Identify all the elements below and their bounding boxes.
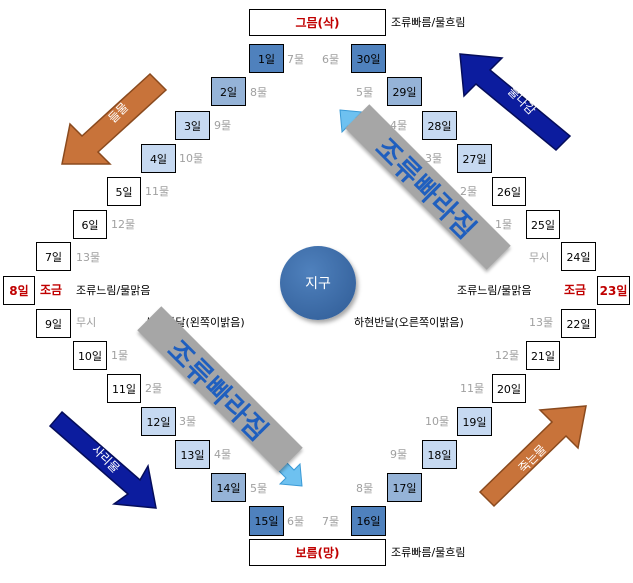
day-23-cell: 23일 — [597, 276, 630, 305]
day-cell: 20일 — [492, 374, 526, 403]
right-condition: 조류느림/물맑음 — [457, 284, 532, 297]
tide-label: 8물 — [356, 482, 374, 495]
day-cell: 7일 — [36, 242, 71, 271]
day-cell: 14일 — [211, 473, 246, 502]
full-moon-box: 보름(망) — [249, 539, 386, 566]
blue-arrow-icon — [48, 410, 157, 509]
right-phase: 하현반달(오른쪽이밝음) — [354, 316, 464, 329]
day-cell: 29일 — [387, 77, 422, 106]
arrow-upper-right: 물나감 — [458, 52, 578, 152]
tide-label: 2물 — [460, 185, 478, 198]
day-cell: 27일 — [457, 144, 492, 173]
orange-arrow-icon — [61, 72, 168, 165]
tide-label: 무시 — [76, 316, 97, 329]
day-cell: 10일 — [73, 341, 107, 370]
tide-label: 4물 — [214, 448, 232, 461]
tide-label: 무시 — [529, 251, 550, 264]
day-cell: 25일 — [526, 210, 560, 239]
tide-label: 5물 — [356, 86, 374, 99]
tide-label: 7물 — [322, 515, 340, 528]
day-cell: 1일 — [249, 44, 284, 73]
tide-label: 6물 — [322, 53, 340, 66]
day-cell: 4일 — [141, 144, 176, 173]
tide-label: 10물 — [425, 415, 450, 428]
arrow-upper-left: 들물 — [58, 68, 178, 168]
earth-label: 지구 — [305, 276, 331, 292]
day-cell: 5일 — [107, 177, 141, 206]
banner-text: 조류빠라짐 — [161, 334, 275, 448]
tide-label: 5물 — [250, 482, 268, 495]
day-8-cell: 8일 — [3, 276, 35, 305]
earth-circle: 지구 — [280, 246, 356, 320]
bottom-note: 조류빠름/물흐림 — [391, 546, 466, 559]
day-cell: 17일 — [387, 473, 422, 502]
day-cell: 21일 — [526, 341, 560, 370]
day-cell: 26일 — [492, 177, 526, 206]
tide-label: 10물 — [179, 152, 204, 165]
tide-label: 13물 — [529, 316, 554, 329]
arrow-lower-left: 사리물 — [48, 410, 160, 510]
day-cell: 22일 — [561, 309, 596, 338]
day-cell: 15일 — [249, 506, 284, 536]
tide-label: 12물 — [495, 349, 520, 362]
day-cell: 18일 — [422, 440, 457, 469]
tide-label: 11물 — [460, 382, 485, 395]
tide-label: 11물 — [145, 185, 170, 198]
left-condition: 조류느림/물맑음 — [76, 284, 151, 297]
tide-label: 9물 — [214, 119, 232, 132]
day-cell: 3일 — [175, 111, 210, 140]
day-cell: 28일 — [422, 111, 457, 140]
day-cell: 9일 — [36, 309, 71, 338]
tide-label: 8물 — [250, 86, 268, 99]
tide-label: 13물 — [76, 251, 101, 264]
tide-label: 1물 — [495, 218, 513, 231]
day-cell: 12일 — [141, 407, 176, 436]
arrow-lower-right: 죽는물 — [478, 402, 590, 512]
tide-label: 9물 — [390, 448, 408, 461]
new-moon-box: 그믐(삭) — [249, 9, 386, 36]
tide-label: 3물 — [425, 152, 443, 165]
day-cell: 13일 — [175, 440, 210, 469]
blue-arrow-icon — [459, 53, 572, 152]
day-cell: 11일 — [107, 374, 141, 403]
tide-label: 2물 — [145, 382, 163, 395]
tide-label: 12물 — [111, 218, 136, 231]
tide-label: 1물 — [111, 349, 129, 362]
jogeum-left: 조금 — [40, 283, 63, 297]
day-cell: 6일 — [73, 210, 107, 239]
orange-arrow-icon — [478, 405, 587, 508]
top-note: 조류빠름/물흐림 — [391, 16, 466, 29]
jogeum-right: 조금 — [564, 283, 587, 297]
tide-label: 3물 — [179, 415, 197, 428]
day-cell: 30일 — [351, 44, 386, 73]
tide-label: 6물 — [287, 515, 305, 528]
day-cell: 16일 — [351, 506, 386, 536]
tide-label: 7물 — [287, 53, 305, 66]
day-cell: 2일 — [211, 77, 246, 106]
day-cell: 19일 — [457, 407, 492, 436]
day-cell: 24일 — [561, 242, 596, 271]
